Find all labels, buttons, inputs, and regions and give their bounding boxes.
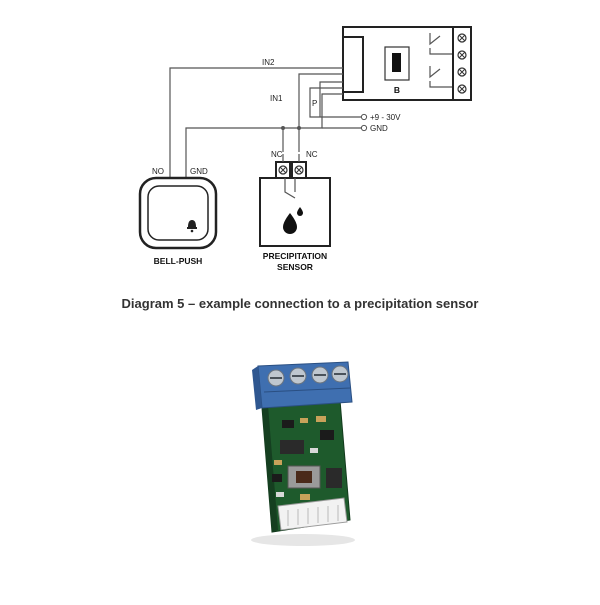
relay-contact-1 [429,33,454,55]
precipitation-sensor: NC NC PRECIPITATION SENSOR [259,150,331,272]
screw-terminal [278,165,288,175]
power-terminal-dot [360,113,368,121]
pcb-chip [282,420,294,428]
wire-p [319,81,343,117]
sensor-label-line1: PRECIPITATION [263,251,327,261]
bell-icon [187,220,197,233]
pcb-white-connector [277,497,348,531]
bell-push-label: BELL-PUSH [154,256,203,266]
junction-dot [281,126,285,130]
screw-terminal [457,33,467,43]
pcb-chip [272,474,282,482]
pcb-capacitor [310,448,318,453]
screw-terminal [457,67,467,77]
wire-label-p: P [312,99,317,108]
bell-push-terminal-gnd: GND [190,167,208,176]
wires [169,67,368,178]
water-drops-icon [283,207,303,234]
pcb-resistor [316,416,326,422]
wire-power [309,87,362,118]
sensor-terminal-left-label: NC [271,150,283,159]
terminal-screws [267,365,349,387]
product-photo [251,361,355,546]
terminal-block-ridge [263,387,351,393]
program-button [392,53,401,72]
wire-label-in1: IN1 [270,94,283,103]
screw-terminal [294,165,304,175]
terminal-block-side [252,366,262,410]
diagram-caption: Diagram 5 – example connection to a prec… [121,296,479,311]
pcb-resistor [300,418,308,423]
connector-pins [287,505,339,526]
wire-in1 [298,73,343,152]
output-terminal-block [452,26,472,101]
relay-module-label: B [394,85,400,95]
sensor-contact [284,178,296,199]
ground-terminal-dot [360,124,368,132]
pcb-chip [320,430,334,440]
screw-terminal [457,50,467,60]
supply-label-ground: GND [370,124,388,133]
pcb-edge [262,405,278,532]
output-screw-terminals [457,33,467,94]
pcb-resistor [300,494,310,500]
relay-connector [342,36,364,93]
bell-push: NO GND BELL-PUSH [138,167,218,266]
junction-dot [297,126,301,130]
pcb-chip [326,468,342,488]
bell-push-button [147,185,209,241]
pcb-switch-button [296,471,312,483]
sensor-label-line2: SENSOR [277,262,313,272]
supply-label-power: +9 - 30V [370,113,401,122]
pcb-capacitor [276,492,284,497]
bell-push-terminal-no: NO [152,167,164,176]
pcb-resistor [274,460,282,465]
pcb-ic [280,440,304,454]
wire-label-in2: IN2 [262,58,275,67]
relay-module: B [342,26,472,101]
relay-contact-2 [429,66,454,88]
wire-in2 [169,67,343,178]
sensor-terminal-right-label: NC [306,150,318,159]
photo-shadow [251,534,355,546]
screw-terminal [457,84,467,94]
sensor-terminal-leads [282,154,300,162]
